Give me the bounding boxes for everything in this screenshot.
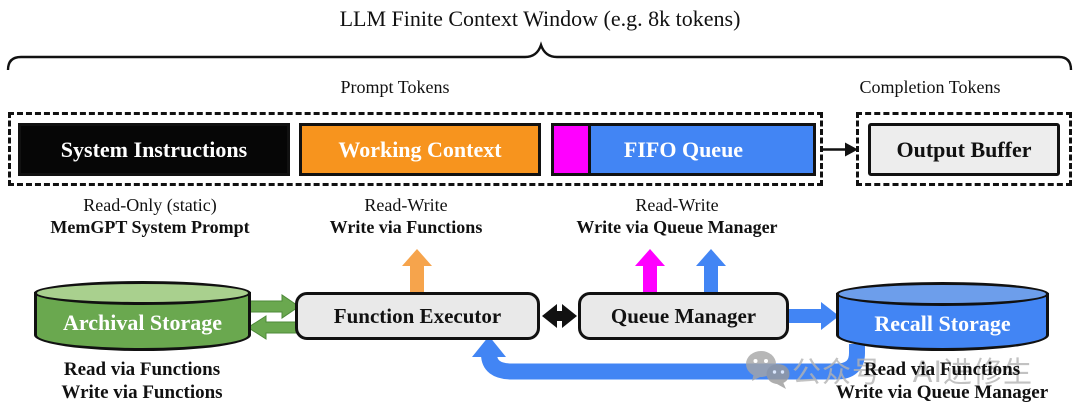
working-context-caption: Read-Write Write via Functions	[291, 194, 521, 238]
system-instructions-caption: Read-Only (static) MemGPT System Prompt	[25, 194, 275, 238]
queue-to-recall-arrow-icon	[789, 302, 839, 330]
fifo-queue-label: FIFO Queue	[623, 136, 744, 162]
function-executor-box: Function Executor	[295, 292, 540, 340]
working-context-label: Working Context	[338, 136, 502, 162]
fifo-queue-caption: Read-Write Write via Queue Manager	[552, 194, 802, 238]
output-buffer-label: Output Buffer	[896, 136, 1032, 162]
archival-storage-label: Archival Storage	[62, 310, 223, 335]
recall-storage-cylinder: Recall Storage	[836, 282, 1049, 351]
function-executor-label: Function Executor	[333, 303, 502, 328]
context-window-brace-icon	[6, 41, 1073, 71]
caption-write-path: Write via Queue Manager	[835, 382, 1049, 403]
system-instructions-box: System Instructions	[18, 123, 290, 176]
caption-access-mode: Read-Write	[364, 195, 448, 215]
archival-storage-cylinder: Archival Storage	[34, 281, 251, 351]
queue-to-fifo-flush-arrow-icon	[635, 249, 665, 293]
watermark: 公众号 · AI进修生	[742, 349, 1072, 391]
recall-storage-caption: Read via Functions Write via Queue Manag…	[812, 358, 1072, 404]
recall-to-executor-pipe-icon	[472, 336, 865, 380]
caption-read-path: Read via Functions	[63, 359, 221, 380]
prompt-tokens-label: Prompt Tokens	[340, 77, 450, 97]
caption-access-mode: Read-Only (static)	[83, 195, 217, 215]
caption-write-path: Write via Functions	[329, 217, 483, 237]
prompt-to-output-arrow-icon	[823, 142, 858, 157]
caption-write-path: Write via Functions	[61, 382, 223, 403]
queue-manager-box: Queue Manager	[578, 292, 789, 340]
cylinder-top	[836, 282, 1049, 306]
queue-to-fifo-arrow-icon	[696, 249, 726, 293]
archival-read-arrow-icon	[248, 294, 300, 319]
diagram-title: LLM Finite Context Window (e.g. 8k token…	[339, 6, 741, 31]
caption-write-path: Write via Queue Manager	[576, 217, 778, 237]
system-instructions-label: System Instructions	[60, 136, 248, 162]
watermark-text: 公众号 · AI进修生	[792, 355, 1034, 389]
caption-write-path: MemGPT System Prompt	[50, 217, 250, 237]
fifo-queue-box: FIFO Queue	[551, 123, 816, 176]
caption-access-mode: Read-Write	[635, 195, 719, 215]
prompt-tokens-frame	[8, 112, 823, 186]
recall-storage-label: Recall Storage	[874, 311, 1011, 336]
cylinder-top	[34, 281, 251, 305]
fifo-flush-segment	[554, 126, 591, 173]
archival-storage-caption: Read via Functions Write via Functions	[17, 358, 267, 404]
archival-write-arrow-icon	[247, 315, 299, 340]
executor-to-working-context-arrow-icon	[402, 249, 432, 293]
working-context-box: Working Context	[299, 123, 541, 176]
completion-tokens-label: Completion Tokens	[859, 77, 1001, 97]
queue-manager-label: Queue Manager	[610, 303, 757, 328]
caption-read-path: Read via Functions	[863, 359, 1021, 380]
completion-tokens-frame	[856, 112, 1072, 186]
output-buffer-box: Output Buffer	[868, 123, 1060, 176]
executor-queue-double-arrow-icon	[542, 304, 577, 328]
wechat-icon	[746, 351, 790, 389]
